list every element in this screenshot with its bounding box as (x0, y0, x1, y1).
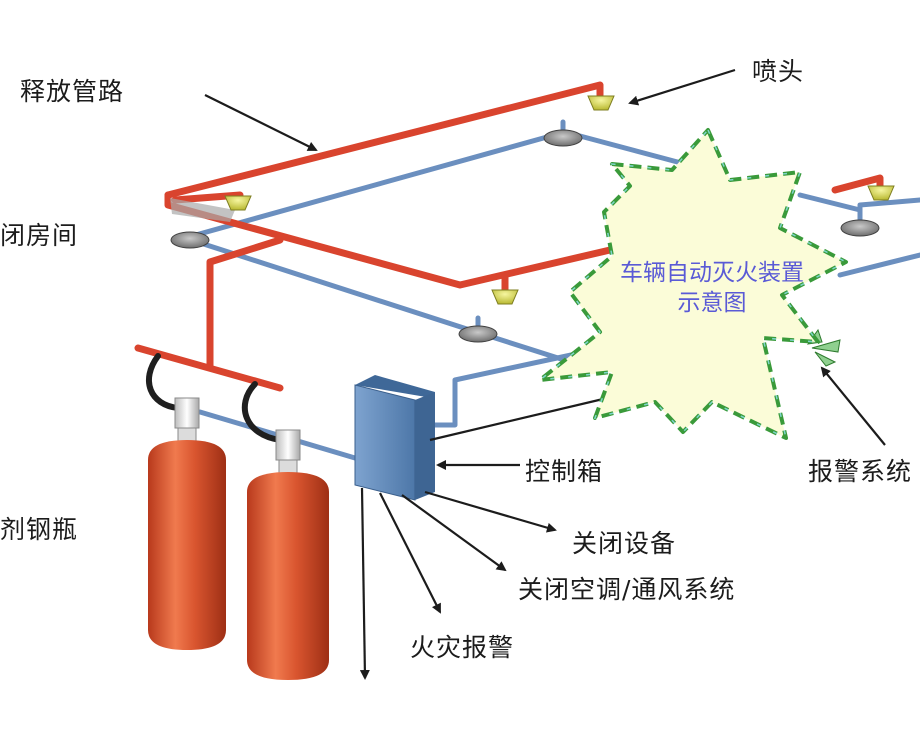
alarm-sprig (806, 328, 841, 367)
callout-title-line2: 示意图 (677, 290, 747, 316)
leader-lines (204, 68, 886, 680)
label-cylinder: 剂钢瓶 (0, 515, 79, 544)
pipe-joint (170, 198, 235, 222)
label-alarm-system: 报警系统 (808, 457, 913, 486)
label-nozzle: 喷头 (752, 57, 805, 86)
agent-cylinder-1 (148, 397, 226, 650)
hoses (146, 353, 283, 443)
yellow-nozzles (224, 95, 895, 305)
control-box (354, 375, 435, 501)
label-shutdown-hvac: 关闭空调/通风系统 (518, 575, 736, 604)
gray-nozzles (170, 129, 880, 343)
label-shutdown-equipment: 关闭设备 (572, 529, 677, 558)
agent-cylinder-2 (247, 429, 329, 680)
label-closed-room: 闭房间 (0, 221, 79, 250)
label-fire-alarm: 火灾报警 (410, 633, 515, 662)
callout-title: 车辆自动灭火装置 示意图 (602, 258, 822, 318)
label-release-pipe: 释放管路 (20, 77, 125, 106)
label-control-box: 控制箱 (525, 457, 604, 486)
callout-title-line1: 车辆自动灭火装置 (620, 260, 804, 286)
